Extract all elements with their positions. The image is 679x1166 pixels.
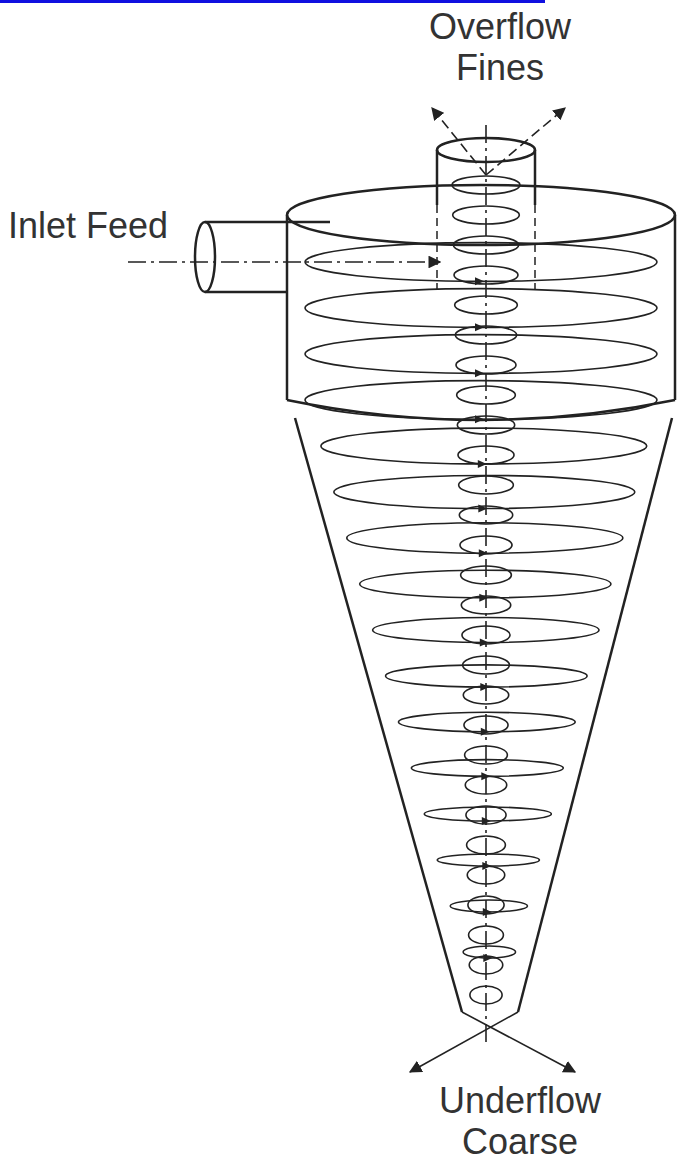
cylinder-bottom <box>287 400 675 420</box>
inner-vortex <box>457 386 516 404</box>
outer-vortex <box>398 712 575 731</box>
inlet-pipe-wall <box>205 221 330 224</box>
inner-vortex <box>461 566 512 584</box>
flow-direction-arrow <box>475 277 484 285</box>
flow-direction-arrow <box>482 817 491 825</box>
outer-vortex <box>411 760 563 777</box>
inner-vortex <box>452 176 520 194</box>
inner-vortex <box>465 746 508 764</box>
vortex-finder-hidden <box>534 205 536 290</box>
underflow-arrow <box>462 1012 575 1072</box>
outer-vortex <box>305 335 657 374</box>
inlet-pipe-wall <box>205 291 287 294</box>
inner-vortex <box>459 476 514 494</box>
outer-vortex <box>450 900 527 912</box>
inner-vortex <box>469 926 504 944</box>
inner-vortex <box>470 986 502 1004</box>
overflow-arrow <box>432 108 486 175</box>
feed-flow-line <box>128 261 440 263</box>
inner-vortex <box>455 326 516 344</box>
outer-vortex <box>386 665 588 687</box>
vortex-finder-wall <box>534 150 537 205</box>
overflow-arrow <box>486 108 565 175</box>
flow-direction-arrow <box>475 323 484 331</box>
flow-direction-arrow <box>482 862 491 870</box>
flow-direction-arrow <box>483 954 492 962</box>
flow-direction-arrow <box>479 549 488 557</box>
flow-direction-arrow <box>481 772 490 780</box>
inner-vortex <box>465 776 506 794</box>
outer-vortex <box>437 854 539 866</box>
outer-vortex <box>305 289 657 328</box>
inner-vortex <box>463 686 508 704</box>
flow-direction-arrow <box>475 415 484 423</box>
inner-vortex <box>456 356 516 374</box>
flow-label: Underflow Coarse <box>400 1080 640 1162</box>
outer-vortex <box>305 381 657 420</box>
inner-vortex <box>454 266 518 284</box>
flow-direction-arrow <box>475 369 484 377</box>
cylinder-wall <box>674 215 677 400</box>
vortex-finder-hidden <box>436 205 438 290</box>
center-line <box>485 125 487 1045</box>
outer-vortex <box>347 523 623 553</box>
flow-direction-arrow <box>478 505 487 513</box>
cylinder-wall <box>286 215 289 400</box>
inner-vortex <box>460 536 512 554</box>
inner-vortex <box>463 656 510 674</box>
vortex-finder-wall <box>436 150 439 205</box>
flow-direction-arrow <box>479 594 488 602</box>
underflow-arrow <box>410 1012 518 1072</box>
inner-vortex <box>453 206 520 224</box>
flow-label: Overflow Fines <box>400 6 600 88</box>
flow-direction-arrow <box>480 638 489 646</box>
flow-direction-arrow <box>481 728 490 736</box>
flow-label: Inlet Feed <box>8 205 178 246</box>
inner-vortex <box>467 866 505 884</box>
flow-direction-arrow <box>480 683 489 691</box>
outer-vortex <box>424 807 551 821</box>
outer-vortex <box>334 475 635 508</box>
inlet-pipe-end <box>195 222 215 292</box>
top-rule <box>0 0 545 3</box>
inner-vortex <box>453 236 518 254</box>
outer-vortex <box>373 618 599 643</box>
inner-vortex <box>467 836 506 854</box>
inner-vortex <box>455 296 518 314</box>
inner-vortex <box>466 806 506 824</box>
flow-direction-arrow <box>483 908 492 916</box>
flow-direction-arrow <box>478 460 487 468</box>
outer-vortex <box>305 243 657 282</box>
inner-vortex <box>457 416 514 434</box>
inner-vortex <box>458 446 514 464</box>
